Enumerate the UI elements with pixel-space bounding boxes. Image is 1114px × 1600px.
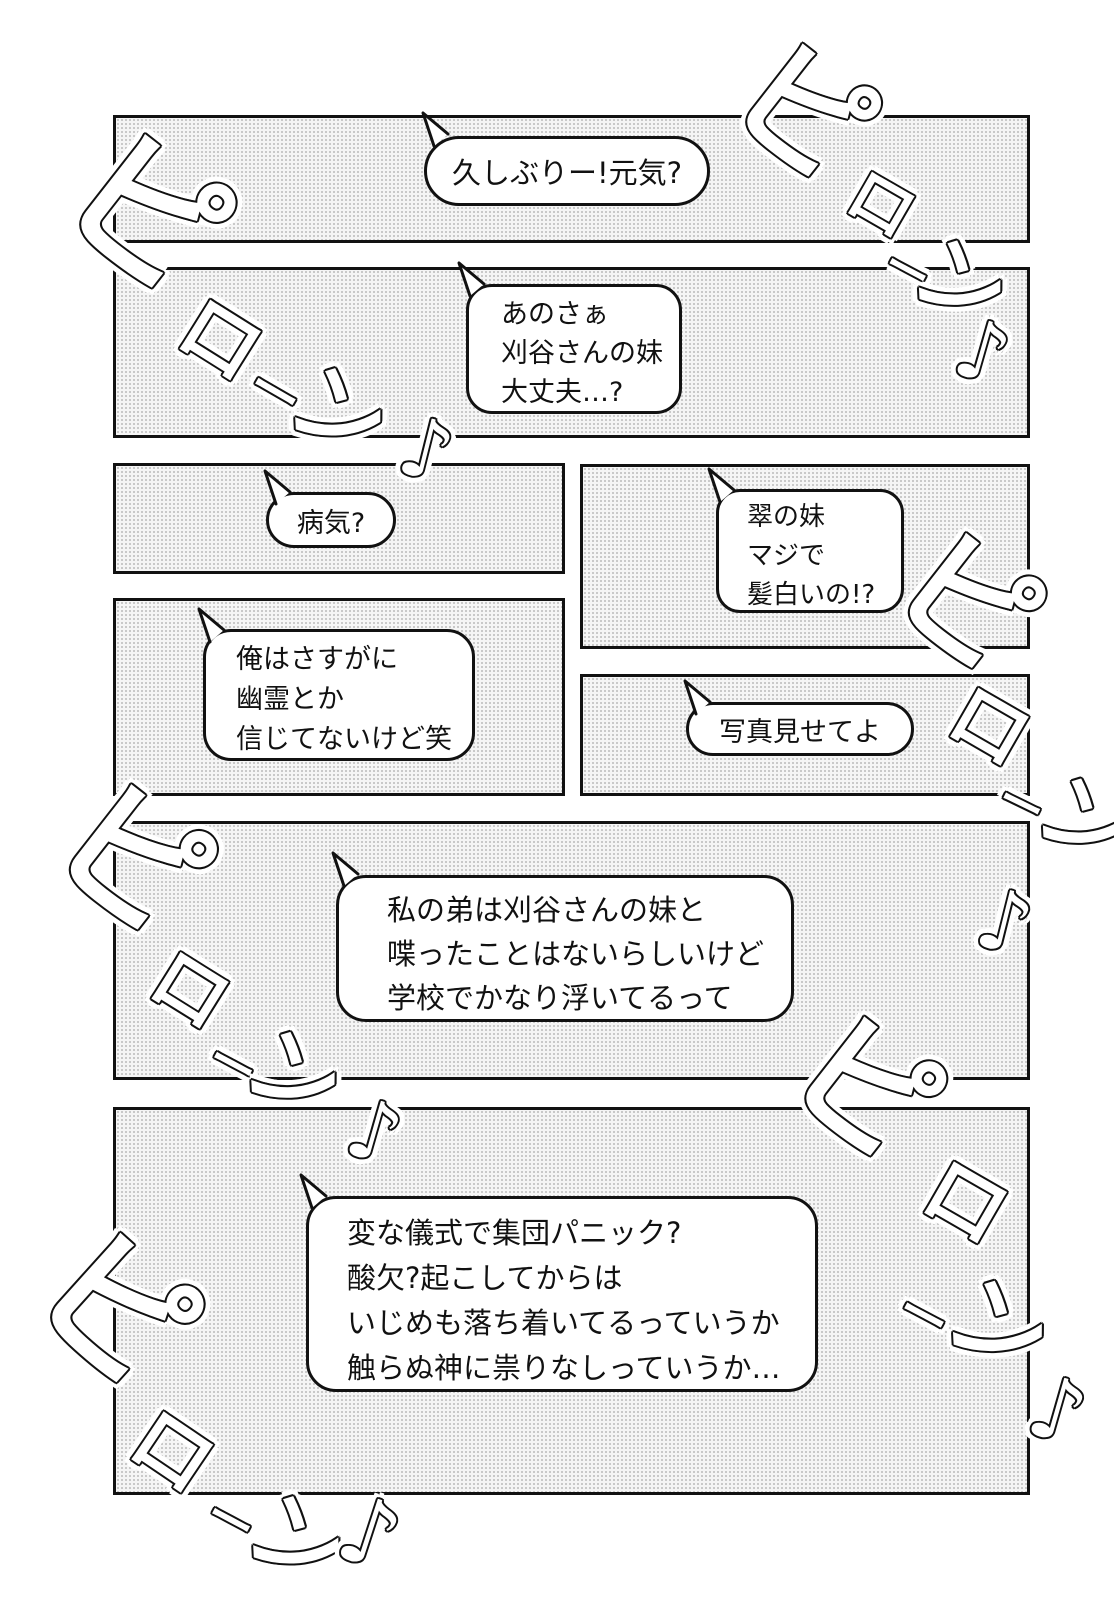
bubble-tail	[263, 469, 292, 506]
speech-bubble: 翠の妹 マジで 髪白いの!?	[716, 489, 904, 613]
bubble-text: 久しぶりー!元気?	[451, 156, 683, 190]
bubble-text: 俺はさすがに 幽霊とか 信じてないけど笑	[236, 644, 452, 755]
bubble-tail	[683, 679, 712, 716]
panel-6	[113, 1107, 1030, 1495]
sfx-note-icon: ♪	[325, 1473, 414, 1594]
bubble-text: 変な儀式で集団パニック? 酸欠?起こしてからは いじめも落ち着いてるっていうか …	[347, 1216, 781, 1385]
bubble-text: 病気?	[296, 507, 366, 539]
bubble-text: 写真見せてよ	[719, 716, 881, 748]
speech-bubble: 私の弟は刈谷さんの妹と 喋ったことはないらしいけど 学校でかなり浮いてるって	[336, 875, 794, 1022]
bubble-tail	[457, 261, 486, 298]
bubble-text: 翠の妹 マジで 髪白いの!?	[747, 502, 876, 610]
sfx-note-icon: ♪	[1017, 1355, 1098, 1467]
speech-bubble: 写真見せてよ	[686, 702, 914, 756]
bubble-text: あのさぁ 刈谷さんの妹 大丈夫…?	[501, 299, 663, 408]
panel-5	[113, 821, 1030, 1080]
bubble-tail	[197, 607, 226, 644]
bubble-tail	[299, 1173, 328, 1210]
bubble-tail	[707, 467, 736, 504]
bubble-tail	[421, 111, 450, 148]
speech-bubble: あのさぁ 刈谷さんの妹 大丈夫…?	[466, 284, 682, 414]
bubble-text: 私の弟は刈谷さんの妹と 喋ったことはないらしいけど 学校でかなり浮いてるって	[387, 893, 765, 1015]
bubble-tail	[331, 851, 360, 888]
sfx-char-n: ン	[1020, 754, 1114, 889]
speech-bubble: 変な儀式で集団パニック? 酸欠?起こしてからは いじめも落ち着いてるっていうか …	[306, 1196, 818, 1392]
speech-bubble: 俺はさすがに 幽霊とか 信じてないけど笑	[203, 629, 475, 761]
speech-bubble: 久しぶりー!元気?	[424, 136, 710, 206]
speech-bubble: 病気?	[266, 492, 396, 548]
